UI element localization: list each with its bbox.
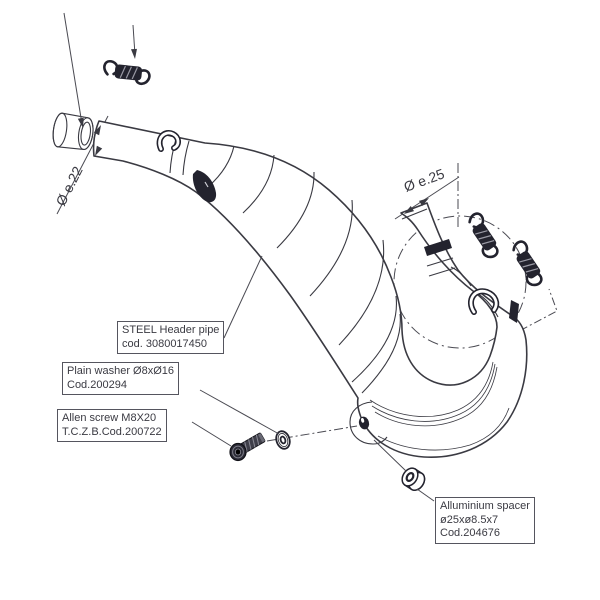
expansion-chamber-body — [92, 120, 528, 458]
elbow-spring-hook — [467, 288, 500, 315]
exhaust-spring-top — [101, 59, 152, 86]
label-spacer-line1: Alluminium spacer — [440, 500, 530, 512]
label-spacer-line3: Cod.204676 — [440, 527, 500, 539]
outlet-dimension-text: Ø e.25 — [402, 165, 447, 194]
mounting-bracket — [349, 401, 388, 445]
label-header-pipe-line2: cod. 3080017450 — [122, 337, 208, 350]
logo-patch — [192, 170, 217, 203]
label-spacer: Alluminium spacer ø25xø8.5x7 Cod.204676 — [435, 497, 535, 544]
assembly-centerline — [266, 425, 358, 442]
pipe-sleeve — [52, 112, 94, 151]
label-plain-washer: Plain washer Ø8xØ16 Cod.200294 — [62, 362, 179, 395]
label-plain-washer-line2: Cod.200294 — [67, 378, 127, 391]
label-allen-screw: Allen screw M8X20 T.C.Z.B.Cod.200722 — [57, 409, 167, 442]
label-allen-screw-line1: Allen screw M8X20 — [62, 412, 157, 424]
exhaust-spring-right-1 — [461, 210, 506, 262]
inlet-dimension-text: Ø e.22 — [52, 163, 85, 208]
aluminium-spacer — [401, 467, 426, 491]
label-spacer-line2: ø25xø8.5x7 — [440, 513, 499, 526]
label-allen-screw-line2: T.C.Z.B.Cod.200722 — [62, 425, 162, 438]
label-header-pipe-line1: STEEL Header pipe — [122, 324, 220, 336]
leader-lines — [63, 12, 435, 502]
allen-screw — [229, 432, 266, 462]
header-spring-hook — [156, 130, 181, 152]
cone-segment-seams — [208, 145, 401, 394]
neck-hook-tab — [509, 300, 519, 323]
label-header-pipe: STEEL Header pipe cod. 3080017450 — [117, 321, 225, 354]
bend-seam-lines — [369, 361, 510, 451]
exhaust-spring-right-2 — [505, 238, 550, 290]
logo-detail — [204, 181, 209, 188]
label-plain-washer-line1: Plain washer Ø8xØ16 — [67, 365, 174, 377]
plain-washer — [275, 430, 291, 450]
detail-circle — [393, 163, 558, 349]
tail-pipe-joints — [401, 208, 499, 318]
